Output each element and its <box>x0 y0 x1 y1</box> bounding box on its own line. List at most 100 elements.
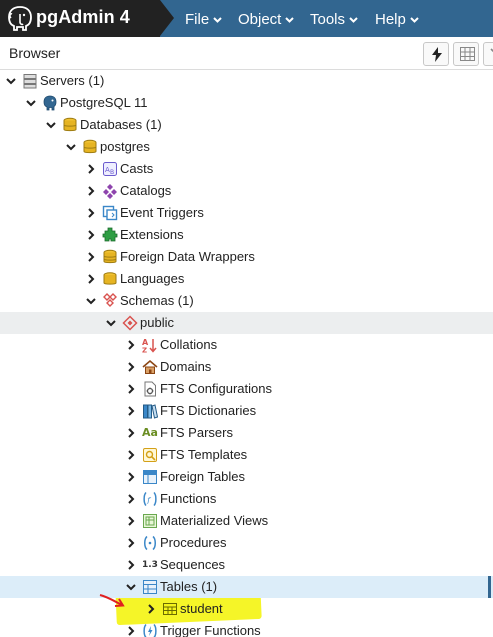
tree-item-tables[interactable]: Tables (1) <box>0 576 493 598</box>
tree-item-label: Databases (1) <box>80 117 162 132</box>
grid-table-icon <box>460 47 475 61</box>
menu-object[interactable]: Object <box>238 0 295 37</box>
tree-item-foreign-data-wrappers[interactable]: Foreign Data Wrappers <box>0 246 493 268</box>
tree-item-label: Sequences <box>160 557 226 572</box>
chevron-right-icon[interactable] <box>84 249 98 265</box>
chevron-right-icon[interactable] <box>124 469 138 485</box>
chevron-right-icon[interactable] <box>124 403 138 419</box>
tree-item-label: Languages <box>120 271 185 286</box>
chevron-right-icon[interactable] <box>124 359 138 375</box>
chevron-down-icon <box>285 0 295 37</box>
app-title: pgAdmin 4 <box>36 7 130 27</box>
foreign-data-wrappers-icon <box>103 249 117 264</box>
browser-panel-header: Browser <box>0 37 493 70</box>
filter-button[interactable] <box>483 42 493 66</box>
tree-item-label: PostgreSQL 11 <box>60 95 148 110</box>
tree-item-fts-dictionaries[interactable]: FTS Dictionaries <box>0 400 493 422</box>
chevron-down-icon[interactable] <box>124 579 138 595</box>
brand[interactable]: pgAdmin 4 <box>0 0 160 37</box>
view-data-button[interactable] <box>453 42 479 66</box>
chevron-right-icon[interactable] <box>124 513 138 529</box>
languages-icon <box>103 272 117 285</box>
chevron-right-icon[interactable] <box>124 535 138 551</box>
chevron-right-icon[interactable] <box>124 491 138 507</box>
tree-item-label: student <box>180 601 223 616</box>
tree-item-languages[interactable]: Languages <box>0 268 493 290</box>
tree-item-postgresql-11[interactable]: PostgreSQL 11 <box>0 92 493 114</box>
svg-text:A: A <box>142 338 149 347</box>
tree-item-domains[interactable]: Domains <box>0 356 493 378</box>
chevron-right-icon[interactable] <box>84 227 98 243</box>
tree-item-fts-configurations[interactable]: FTS Configurations <box>0 378 493 400</box>
materialized-views-icon <box>143 514 157 528</box>
tree-item-trigger-functions[interactable]: Trigger Functions <box>0 620 493 637</box>
tree-item-foreign-tables[interactable]: Foreign Tables <box>0 466 493 488</box>
chevron-right-icon[interactable] <box>124 557 138 573</box>
svg-text:B: B <box>110 169 114 176</box>
tree-item-catalogs[interactable]: Catalogs <box>0 180 493 202</box>
red-arrow-annotation-icon <box>99 594 125 607</box>
chevron-right-icon[interactable] <box>124 425 138 441</box>
database-icon <box>83 139 97 154</box>
svg-text:f: f <box>146 496 151 505</box>
tree-item-label: Catalogs <box>120 183 172 198</box>
query-tool-button[interactable] <box>423 42 449 66</box>
tree-item-label: Materialized Views <box>160 513 269 528</box>
tree-item-servers[interactable]: Servers (1) <box>0 70 493 92</box>
foreign-tables-icon <box>143 470 157 484</box>
chevron-right-icon[interactable] <box>84 205 98 221</box>
schema-icon <box>122 315 138 331</box>
domains-icon <box>142 359 158 374</box>
tree-item-student[interactable]: student <box>0 598 493 620</box>
chevron-down-icon[interactable] <box>24 95 38 111</box>
tree-item-functions[interactable]: f Functions <box>0 488 493 510</box>
chevron-right-icon[interactable] <box>84 271 98 287</box>
tree-item-label: FTS Templates <box>160 447 248 462</box>
browser-tree: Servers (1) PostgreSQL 11 Databases (1) … <box>0 70 493 637</box>
chevron-down-icon[interactable] <box>84 293 98 309</box>
svg-text:A: A <box>105 166 110 174</box>
fts-parsers-icon: Aa <box>142 426 158 439</box>
tree-item-sequences[interactable]: 1.3 Sequences <box>0 554 493 576</box>
tree-item-databases[interactable]: Databases (1) <box>0 114 493 136</box>
tree-item-label: Casts <box>120 161 154 176</box>
menu-object-label: Object <box>238 11 282 28</box>
procedures-icon <box>144 535 156 551</box>
chevron-right-icon[interactable] <box>84 183 98 199</box>
tree-item-label: Procedures <box>160 535 227 550</box>
panel-title: Browser <box>9 45 61 61</box>
chevron-right-icon[interactable] <box>124 623 138 637</box>
tree-item-extensions[interactable]: Extensions <box>0 224 493 246</box>
chevron-right-icon[interactable] <box>124 337 138 353</box>
chevron-right-icon[interactable] <box>124 447 138 463</box>
tree-item-postgres[interactable]: postgres <box>0 136 493 158</box>
tree-item-materialized-views[interactable]: Materialized Views <box>0 510 493 532</box>
chevron-down-icon[interactable] <box>64 139 78 155</box>
menu-tools[interactable]: Tools <box>310 0 358 37</box>
tree-item-fts-parsers[interactable]: Aa FTS Parsers <box>0 422 493 444</box>
tree-item-event-triggers[interactable]: Event Triggers <box>0 202 493 224</box>
tree-item-public[interactable]: public <box>0 312 493 334</box>
tree-item-schemas[interactable]: Schemas (1) <box>0 290 493 312</box>
collations-icon: AZ <box>142 338 157 353</box>
event-triggers-icon <box>102 205 118 221</box>
chevron-down-icon[interactable] <box>44 117 58 133</box>
extensions-icon <box>102 227 118 242</box>
menu-file[interactable]: File <box>185 0 222 37</box>
tree-item-procedures[interactable]: Procedures <box>0 532 493 554</box>
menu-help[interactable]: Help <box>375 0 419 37</box>
trigger-functions-icon <box>143 623 157 637</box>
chevron-right-icon[interactable] <box>84 161 98 177</box>
table-icon <box>163 603 177 615</box>
tree-item-label: Collations <box>160 337 218 352</box>
functions-icon: f <box>143 491 157 507</box>
tree-item-fts-templates[interactable]: FTS Templates <box>0 444 493 466</box>
menu-help-label: Help <box>375 11 406 28</box>
chevron-down-icon[interactable] <box>104 315 118 331</box>
chevron-down-icon[interactable] <box>4 73 18 89</box>
postgresql-elephant-icon <box>43 95 57 111</box>
chevron-right-icon[interactable] <box>144 601 158 617</box>
chevron-right-icon[interactable] <box>124 381 138 397</box>
